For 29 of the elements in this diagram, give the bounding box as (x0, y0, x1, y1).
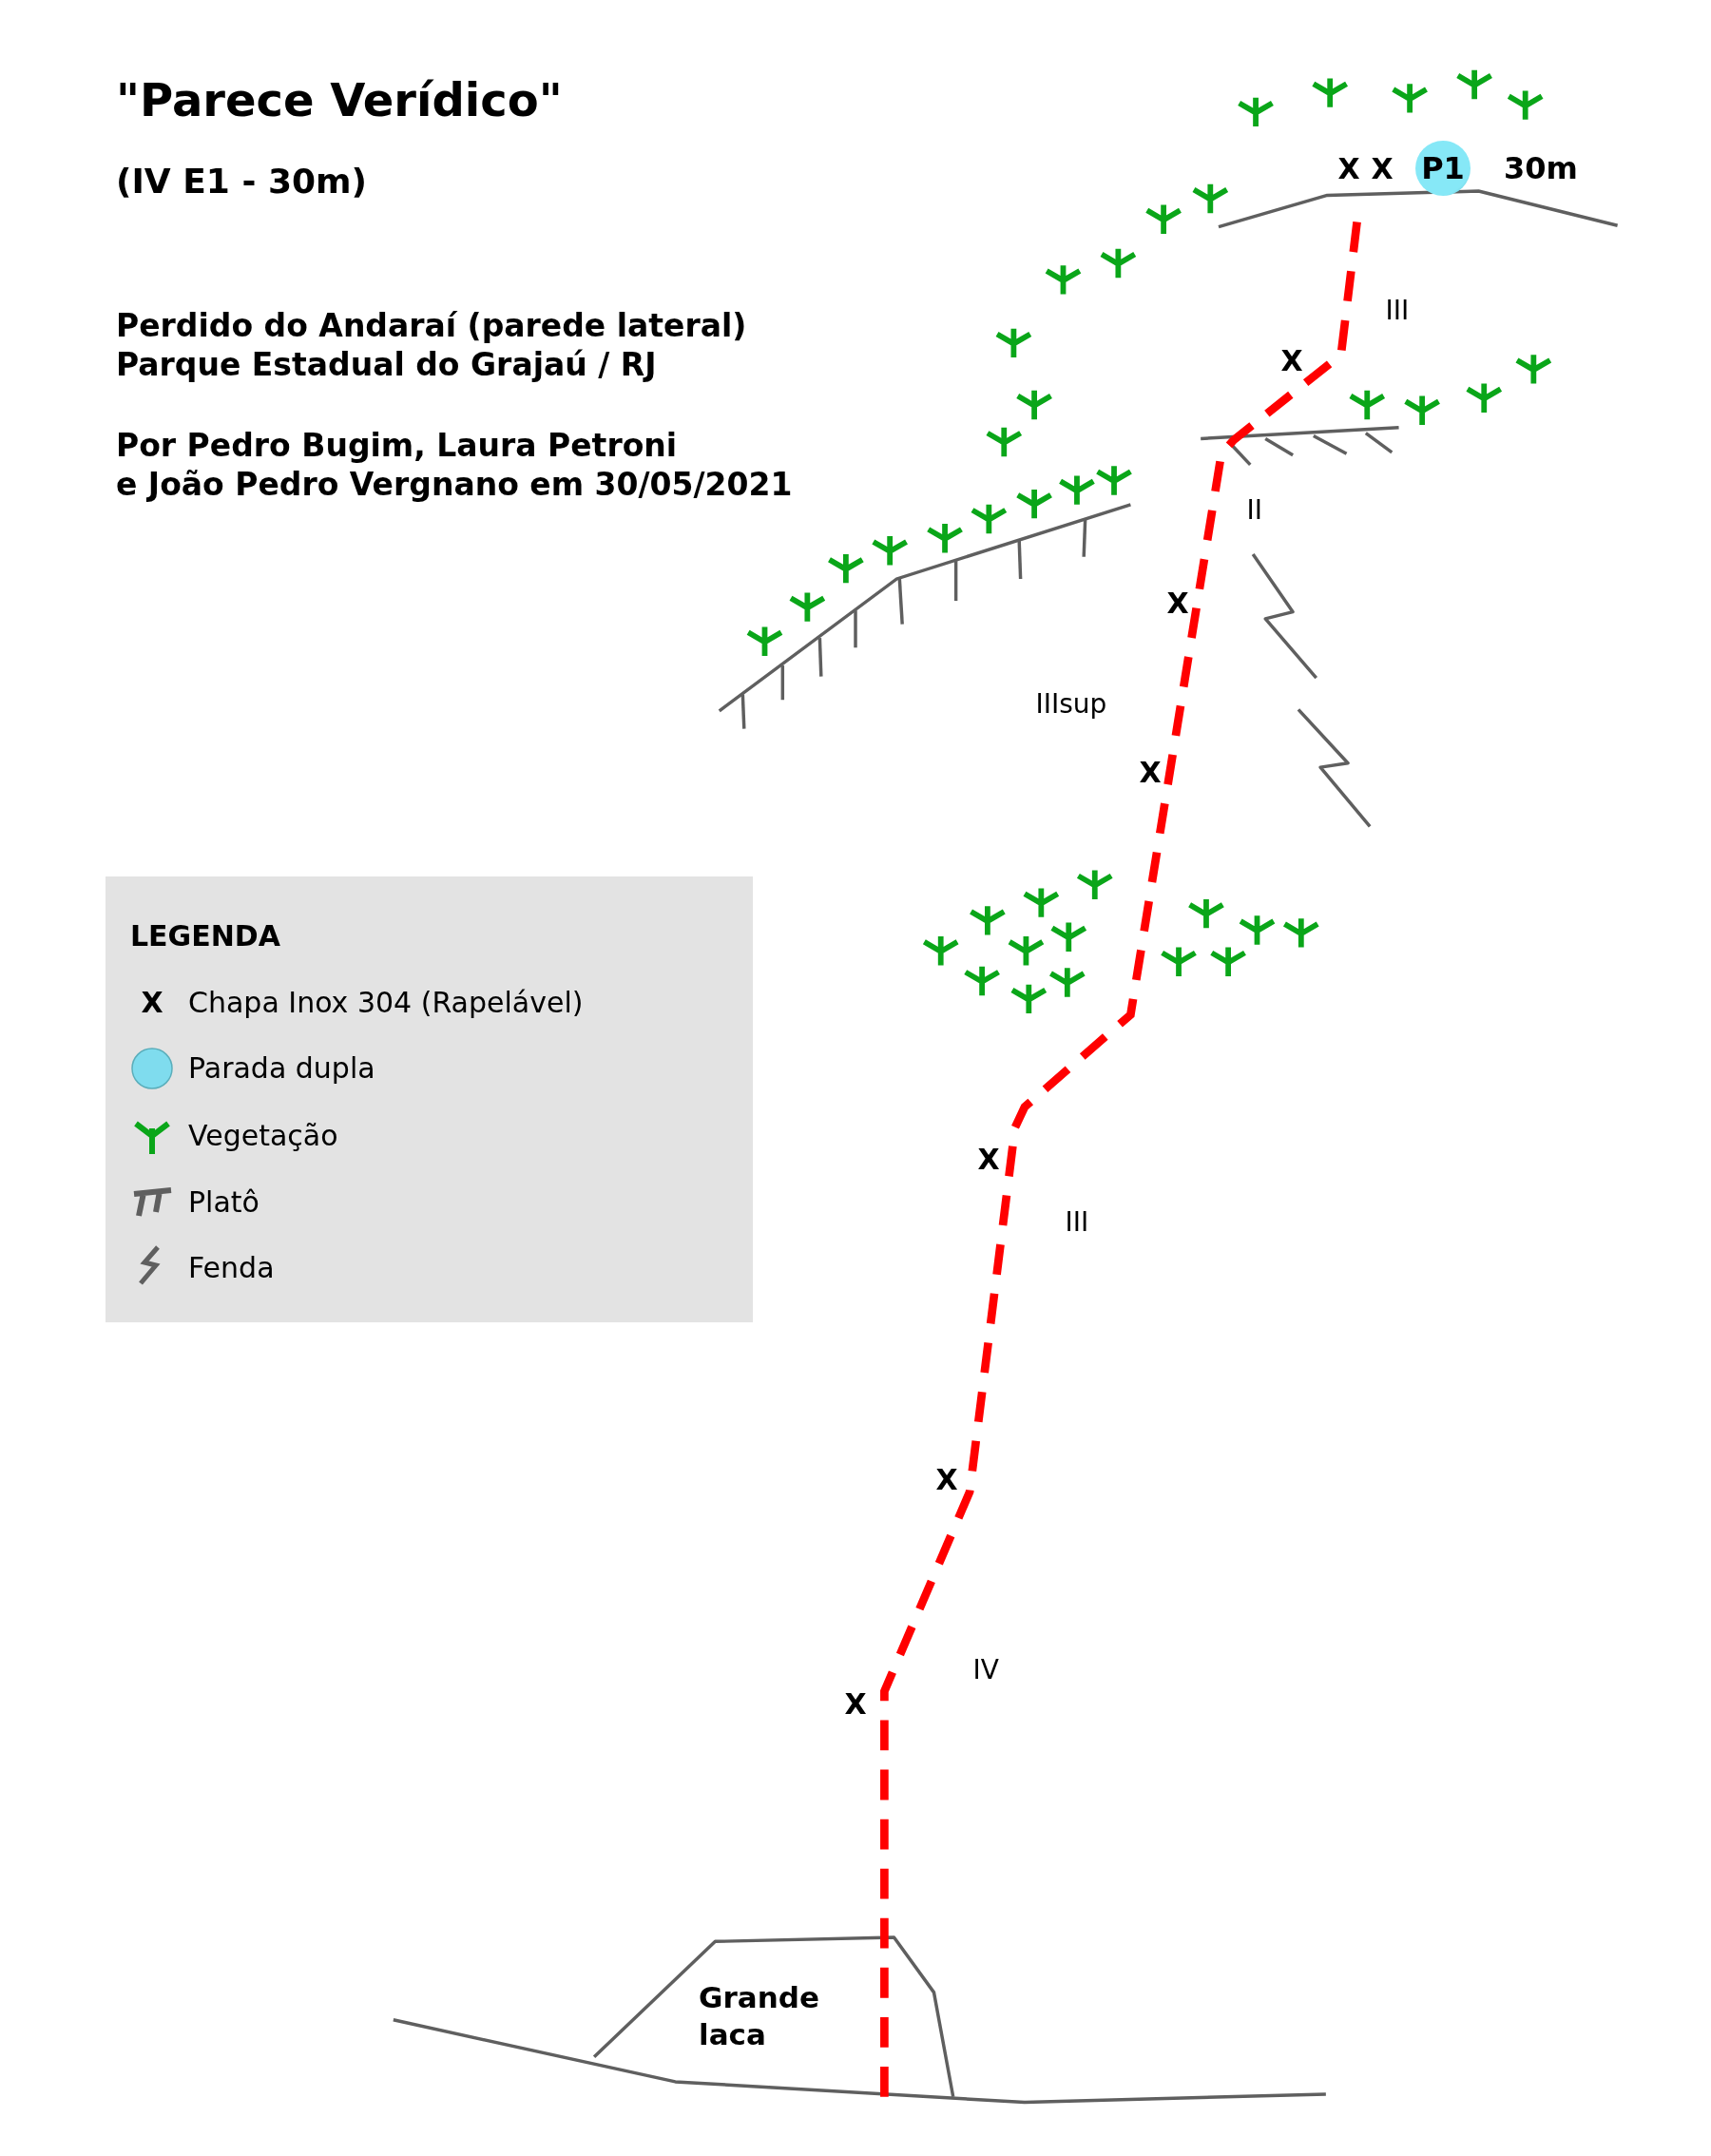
anchor-circle (1415, 141, 1471, 196)
bolt-mark: X (935, 1463, 958, 1497)
bolt-mark: X (844, 1687, 867, 1722)
bolt-mark: X (1371, 152, 1394, 186)
legend-text: Parada dupla (188, 1051, 375, 1086)
author-text: Por Pedro Bugim, Laura Petroni e João Pedro Vergnano em 30/05/2021 (116, 425, 793, 504)
anchor-label: P1 (1421, 150, 1465, 186)
location-text: Parque Estadual do Grajaú / RJ (116, 346, 657, 384)
grade-label: IV (972, 1654, 999, 1686)
legend-title: LEGENDA (130, 919, 280, 953)
bolt-mark: X (1139, 756, 1162, 790)
grade-label: III (1065, 1206, 1089, 1239)
feature-label: Grande laca (699, 1979, 851, 2053)
location-text: Perdido do Andaraí (parede lateral) (116, 307, 747, 345)
bolt-mark: X (1166, 587, 1189, 621)
title: "Parece Verídico" (116, 73, 563, 128)
pitch-length: 30m (1504, 150, 1578, 187)
grade-label: III (1385, 295, 1410, 327)
grade-label: II (1246, 494, 1262, 527)
bolt-mark: X (141, 986, 163, 1020)
bolt-mark: X (1280, 344, 1303, 378)
grade-label: IIIsup (1035, 688, 1107, 721)
legend-text: Fenda (188, 1251, 275, 1285)
legend-text: Platô (188, 1185, 260, 1220)
bolt-mark: X (1337, 152, 1360, 186)
subtitle: (IV E1 - 30m) (116, 160, 367, 202)
bolt-mark: X (977, 1143, 1000, 1177)
legend-text: Vegetação (188, 1119, 338, 1153)
legend-text: Chapa Inox 304 (Rapelável) (188, 986, 584, 1020)
